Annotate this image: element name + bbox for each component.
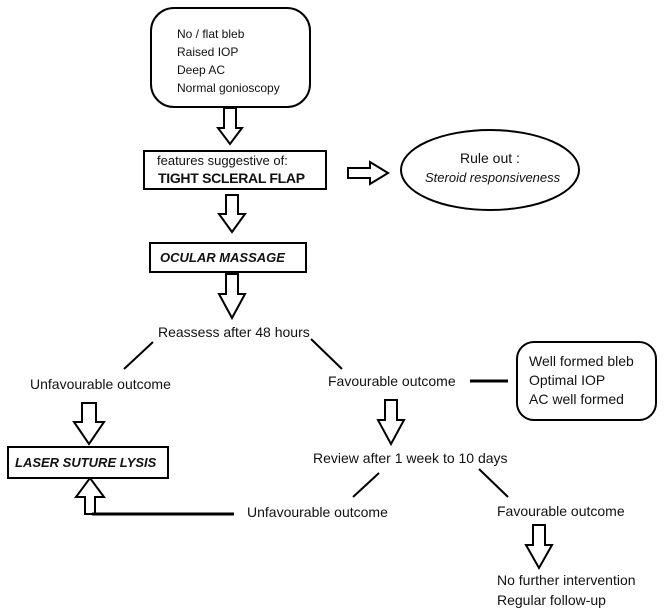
- down-arrow-favourable-to-review: [376, 399, 406, 447]
- rule-out-title: Rule out :: [460, 150, 520, 166]
- final-outcome: No further intervention Regular follow-u…: [497, 570, 636, 610]
- review-label: Review after 1 week to 10 days: [313, 450, 508, 466]
- final-line: No further intervention: [497, 572, 636, 588]
- laser-suture-lysis-box: LASER SUTURE LYSIS: [7, 446, 169, 479]
- ocular-massage-box: OCULAR MASSAGE: [149, 242, 307, 273]
- down-arrow-start-to-flap: [216, 107, 244, 146]
- down-arrow-unfavourable-to-laser: [72, 402, 106, 446]
- rule-out-ellipse: [400, 129, 580, 211]
- presentation-line: Deep AC: [177, 63, 226, 77]
- branch-line-review-left: [352, 472, 380, 498]
- rule-out-item: Steroid responsiveness: [425, 170, 561, 185]
- down-arrow-favourable-to-final: [524, 524, 554, 571]
- favourable-criteria-box: Well formed bleb Optimal IOP AC well for…: [516, 341, 657, 421]
- down-arrow-flap-to-massage: [217, 194, 247, 234]
- criteria-line: Well formed bleb: [529, 353, 634, 369]
- branch-line-reassess-left: [123, 341, 154, 370]
- up-arrow-unfavourable-to-laser: [74, 476, 106, 515]
- flap-box-title: TIGHT SCLERAL FLAP: [158, 170, 305, 186]
- right-arrow-flap-to-ruleout: [347, 160, 390, 186]
- tight-scleral-flap-box: features suggestive of: TIGHT SCLERAL FL…: [143, 150, 327, 190]
- presentation-line: No / flat bleb: [177, 27, 245, 41]
- presentation-line: Raised IOP: [177, 45, 239, 59]
- branch-line-reassess-right: [310, 338, 343, 370]
- presentation-box: No / flat bleb Raised IOP Deep AC Normal…: [150, 7, 311, 108]
- flap-box-subtitle: features suggestive of:: [157, 153, 288, 168]
- laser-suture-lysis-label: LASER SUTURE LYSIS: [15, 455, 157, 470]
- ocular-massage-label: OCULAR MASSAGE: [160, 250, 285, 265]
- branch-line-review-right: [478, 468, 509, 498]
- final-line: Regular follow-up: [497, 592, 606, 608]
- review-unfavourable-label: Unfavourable outcome: [247, 504, 388, 520]
- reassess-label: Reassess after 48 hours: [158, 324, 310, 340]
- review-favourable-label: Favourable outcome: [497, 503, 625, 519]
- criteria-line: Optimal IOP: [529, 372, 606, 388]
- favourable-outcome-label: Favourable outcome: [328, 373, 456, 389]
- criteria-line: AC well formed: [529, 391, 624, 407]
- down-arrow-massage-to-reassess: [217, 273, 247, 321]
- unfavourable-outcome-label: Unfavourable outcome: [30, 376, 171, 392]
- presentation-line: Normal gonioscopy: [177, 81, 280, 95]
